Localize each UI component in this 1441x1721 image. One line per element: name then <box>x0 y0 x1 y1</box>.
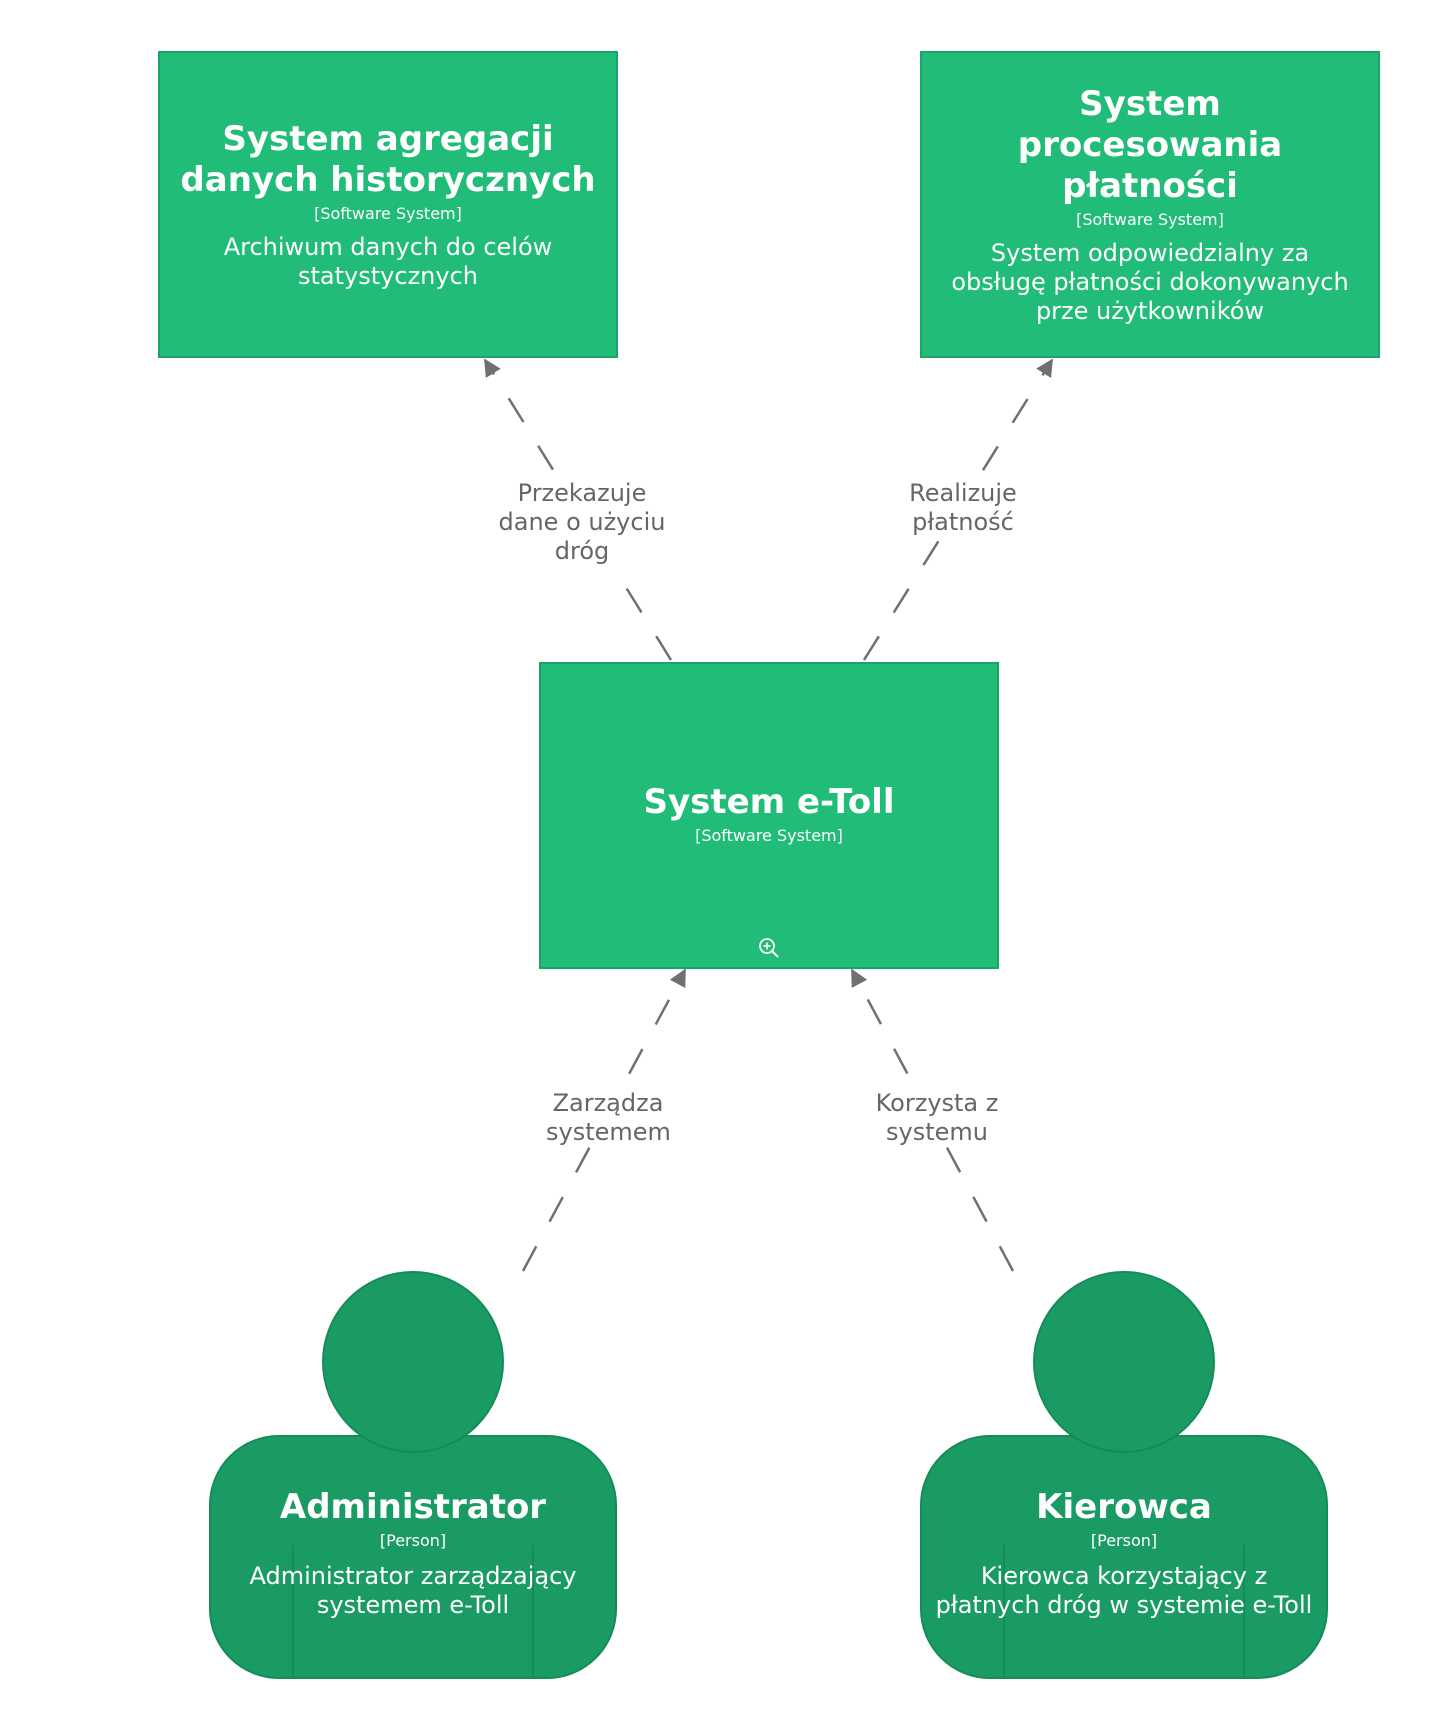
relation-label-admin-to-etoll: Zarządza systemem <box>542 1089 674 1147</box>
person-admin-left-arm-line <box>292 1545 294 1677</box>
zoom-in-icon[interactable] <box>758 937 780 959</box>
person-admin-description: Administrator zarządzający systemem e-To… <box>249 1562 577 1619</box>
person-driver-left-arm-line <box>1003 1545 1005 1677</box>
system-aggregation-box[interactable]: System agregacji danych historycznych [S… <box>158 51 618 358</box>
person-driver-head <box>1033 1271 1215 1453</box>
person-admin-head <box>322 1271 504 1453</box>
person-admin-text: Administrator [Person] Administrator zar… <box>209 1487 617 1620</box>
person-driver-title: Kierowca <box>1036 1487 1212 1527</box>
relation-label-etoll-to-payment: Realizuje płatność <box>900 479 1026 537</box>
person-driver-right-arm-line <box>1243 1545 1245 1677</box>
system-aggregation-title: System agregacji danych historycznych <box>180 118 596 200</box>
person-driver-text: Kierowca [Person] Kierowca korzystający … <box>920 1487 1328 1620</box>
person-admin-type: [Person] <box>379 1531 447 1550</box>
system-etoll-box[interactable]: System e-Toll [Software System] <box>539 662 999 969</box>
relation-label-driver-to-etoll: Korzysta z systemu <box>868 1089 1006 1147</box>
system-payment-type: [Software System] <box>1076 209 1224 229</box>
system-aggregation-description: Archiwum danych do celów statystycznych <box>223 232 553 290</box>
system-payment-description: System odpowiedzialny za obsługę płatnoś… <box>951 238 1349 325</box>
person-driver-description: Kierowca korzystający z płatnych dróg w … <box>935 1562 1313 1619</box>
relation-label-etoll-to-aggregation: Przekazuje dane o użyciu dróg <box>480 479 684 566</box>
person-driver-type: [Person] <box>1090 1531 1158 1550</box>
system-payment-title: System procesowania płatności <box>1017 83 1283 206</box>
person-admin-title: Administrator <box>279 1487 547 1527</box>
person-admin-body <box>209 1435 617 1679</box>
system-etoll-title: System e-Toll <box>643 782 895 822</box>
system-etoll-type: [Software System] <box>695 826 843 845</box>
person-admin-right-arm-line <box>532 1545 534 1677</box>
system-payment-box[interactable]: System procesowania płatności [Software … <box>920 51 1380 358</box>
system-aggregation-type: [Software System] <box>314 203 462 223</box>
